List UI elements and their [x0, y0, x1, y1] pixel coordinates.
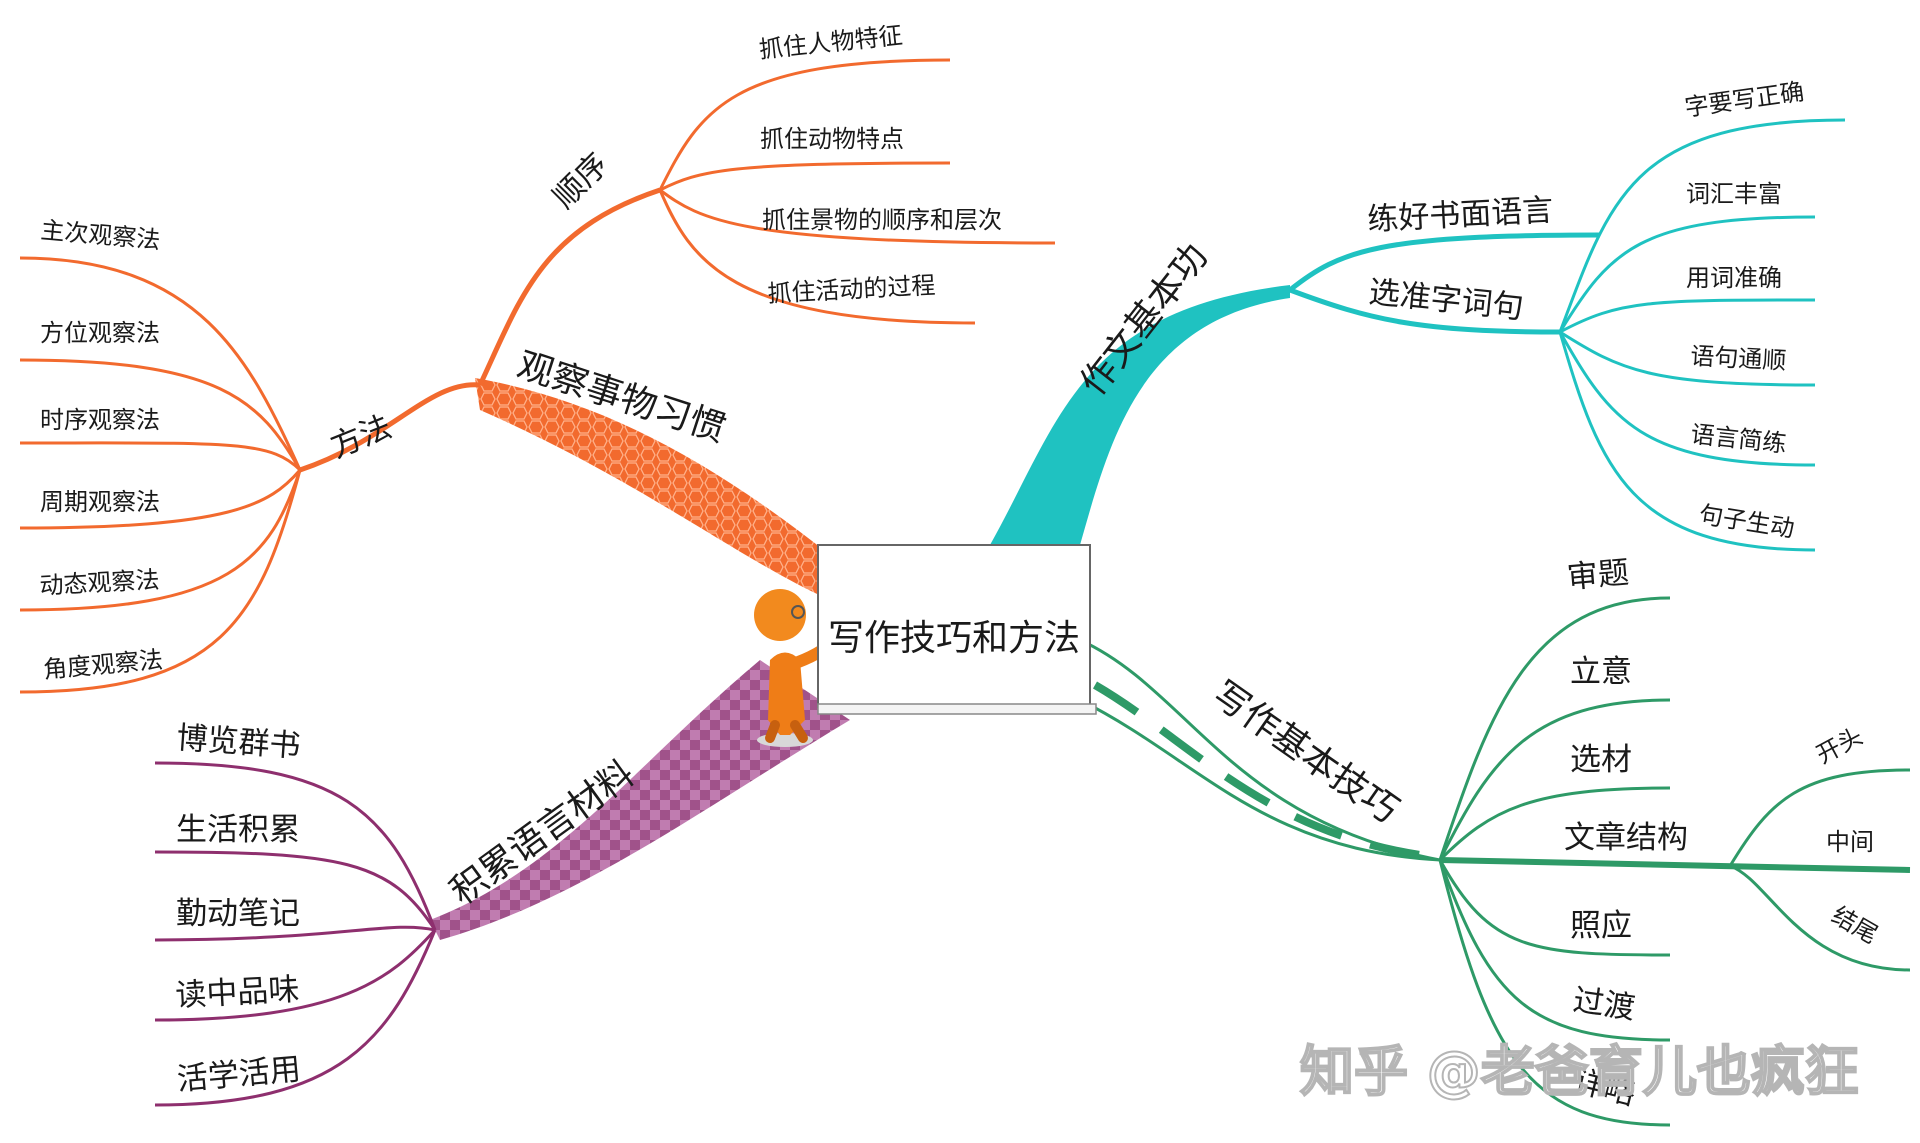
words-item: 用词准确	[1686, 264, 1782, 292]
words-leaf-line	[1558, 118, 1846, 333]
order-label: 顺序	[546, 146, 615, 215]
branch-accumulate	[154, 660, 850, 1107]
skills-structure-line	[1439, 857, 1911, 873]
skills-leaf-line	[1438, 596, 1671, 861]
skills-item: 过渡	[1571, 982, 1637, 1026]
branch-words-link	[1289, 287, 1561, 335]
structure-item: 中间	[1826, 828, 1874, 856]
order-item: 抓住动物特点	[760, 125, 904, 153]
branch-observe	[19, 58, 1056, 694]
method-item: 时序观察法	[40, 406, 160, 434]
order-leaf-line	[659, 188, 1056, 245]
order-item: 抓住景物的顺序和层次	[762, 206, 1002, 234]
structure-item: 结尾	[1827, 901, 1883, 949]
order-item: 抓住人物特征	[758, 21, 904, 64]
words-item: 词汇丰富	[1686, 180, 1782, 208]
order-item: 抓住活动的过程	[767, 271, 936, 308]
words-item: 语句通顺	[1690, 342, 1787, 375]
words-item: 语言简练	[1689, 420, 1787, 458]
accumulate-leaf-line	[154, 929, 437, 1107]
method-leaf-line	[19, 469, 302, 612]
branch-skills	[1078, 596, 1911, 1127]
structure-leaf-line	[1728, 768, 1911, 867]
words-leaf-line	[1558, 331, 1816, 467]
presenter-figure-icon	[754, 589, 841, 747]
skills-leaf-line	[1438, 859, 1671, 1127]
accumulate-item: 博览群书	[175, 720, 301, 765]
structure-leaf-line	[1729, 864, 1911, 972]
accumulate-leaf-line	[154, 761, 437, 931]
method-leaf-line	[19, 469, 302, 694]
method-item: 周期观察法	[40, 488, 160, 516]
branch-observe-link	[299, 382, 481, 473]
words-leaf-line	[1558, 215, 1816, 333]
skills-item: 立意	[1570, 654, 1632, 690]
words-item: 字要写正确	[1683, 78, 1806, 122]
accumulate-leaf-line	[154, 928, 437, 1022]
branch-basics	[990, 118, 1846, 552]
skills-leaf-line	[1438, 698, 1671, 861]
words-leaf-line	[1558, 331, 1816, 552]
order-leaf-line	[658, 58, 951, 191]
method-item: 动态观察法	[39, 566, 160, 600]
words-leaf-line	[1559, 330, 1816, 387]
center-title: 写作技巧和方法	[828, 618, 1080, 659]
method-item: 方位观察法	[40, 319, 160, 347]
method-label: 方法	[326, 409, 397, 466]
branch-skills-dash	[1092, 681, 1421, 859]
order-leaf-line	[658, 189, 976, 325]
structure-item: 开头	[1812, 722, 1868, 769]
method-leaf-line	[19, 469, 302, 530]
skills-leaf-line	[1438, 859, 1671, 1042]
words-leaf-line	[1559, 298, 1816, 334]
branch-observe-trunk	[475, 378, 830, 600]
accumulate-leaf-line	[154, 925, 436, 942]
skills-item: 照应	[1570, 908, 1632, 944]
branch-basics-trunk	[990, 285, 1290, 545]
method-item: 主次观察法	[39, 216, 161, 254]
accumulate-item: 生活积累	[176, 812, 300, 848]
branch-skills-trunk	[1078, 637, 1441, 862]
method-leaf-line	[19, 358, 302, 471]
words-item: 句子生动	[1697, 500, 1796, 543]
written-label: 练好书面语言	[1367, 192, 1555, 238]
branch-order-link	[477, 187, 661, 387]
method-leaf-line	[19, 441, 302, 472]
accumulate-item: 读中品味	[175, 972, 301, 1014]
skills-item: 选材	[1570, 742, 1632, 778]
skills-item: 审题	[1566, 555, 1631, 596]
branch-accumulate-trunk	[430, 660, 850, 940]
accumulate-leaf-line	[154, 850, 437, 931]
center-board: 写作技巧和方法	[817, 544, 1097, 715]
skills-leaf-line	[1438, 859, 1671, 957]
branch-skills-label: 写作基本技巧	[1205, 674, 1405, 831]
branch-written-link	[1288, 232, 1601, 292]
accumulate-item: 勤动笔记	[176, 896, 300, 932]
order-leaf-line	[659, 161, 951, 192]
skills-leaf-line	[1438, 786, 1671, 862]
skills-item: 文章结构	[1564, 820, 1688, 856]
watermark: 知乎 @老爸育儿也疯狂	[1300, 1040, 1859, 1103]
method-leaf-line	[19, 256, 302, 471]
